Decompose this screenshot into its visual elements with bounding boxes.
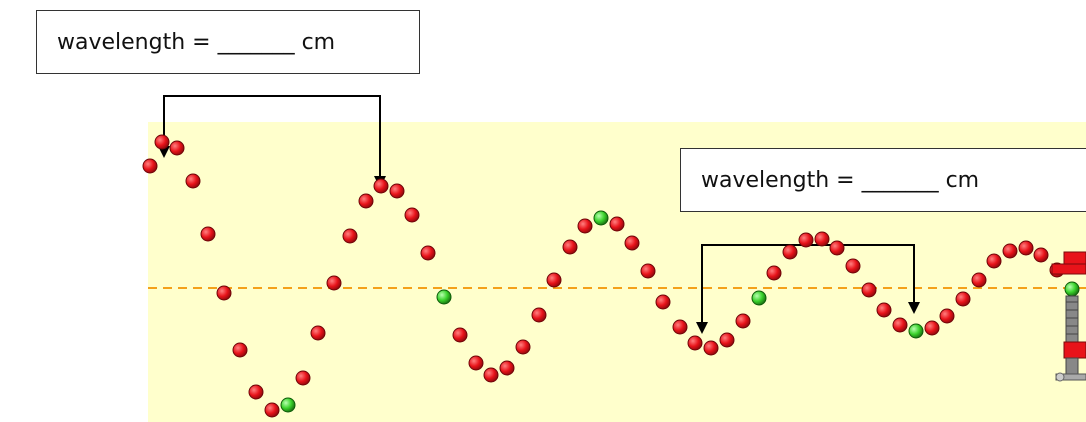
particle-red [703, 340, 719, 356]
particle-red [798, 232, 814, 248]
particle-green [280, 397, 296, 413]
particle-red [782, 244, 798, 260]
particle-green [751, 290, 767, 306]
particle-red [326, 275, 342, 291]
particle-red [295, 370, 311, 386]
particle-red [955, 291, 971, 307]
particle-red [986, 253, 1002, 269]
particle-red [185, 173, 201, 189]
particle-red [499, 360, 515, 376]
particle-red [1033, 247, 1049, 263]
particle-red [310, 325, 326, 341]
wavelength-text-1: wavelength = _______ cm [57, 29, 336, 55]
particle-red [264, 402, 280, 418]
particle-red [216, 285, 232, 301]
particle-red [531, 307, 547, 323]
particle-red [924, 320, 940, 336]
particle-red [154, 134, 170, 150]
particle-red [1018, 240, 1034, 256]
particle-red [248, 384, 264, 400]
particle-red [687, 335, 703, 351]
particle-red [373, 178, 389, 194]
wavelength-label-right: wavelength = _______ cm [680, 148, 1086, 212]
particle-red [1002, 243, 1018, 259]
particle-red [876, 302, 892, 318]
particle-red [861, 282, 877, 298]
particle-green [593, 210, 609, 226]
particle-red [169, 140, 185, 156]
particle-red [200, 226, 216, 242]
clamp-icon [1051, 251, 1086, 382]
particle-red [719, 332, 735, 348]
particle-red [389, 183, 405, 199]
wavelength-bracket-left [163, 95, 381, 180]
particle-red [452, 327, 468, 343]
particle-red [766, 265, 782, 281]
particle-red [814, 231, 830, 247]
arrowhead-right-1 [696, 322, 708, 334]
particle-red [577, 218, 593, 234]
wavelength-label-top-left: wavelength = _______ cm [36, 10, 420, 74]
particle-red [342, 228, 358, 244]
particle-red [468, 355, 484, 371]
particle-red [483, 367, 499, 383]
particle-red [939, 308, 955, 324]
wavelength-text-2: wavelength = _______ cm [701, 167, 980, 193]
particle-red [845, 258, 861, 274]
particle-red [420, 245, 436, 261]
particle-red [892, 317, 908, 333]
particle-red [735, 313, 751, 329]
particle-red [624, 235, 640, 251]
particle-red [609, 216, 625, 232]
particle-red [640, 263, 656, 279]
particle-red [562, 239, 578, 255]
arrowhead-right-2 [908, 302, 920, 314]
particle-green [436, 289, 452, 305]
particle-green [908, 323, 924, 339]
particle-red [404, 207, 420, 223]
particle-green [1064, 281, 1080, 297]
particle-red [655, 294, 671, 310]
particle-red [142, 158, 158, 174]
particle-red [829, 240, 845, 256]
particle-red [672, 319, 688, 335]
particle-red [515, 339, 531, 355]
particle-red [971, 272, 987, 288]
particle-red [546, 272, 562, 288]
wave-particles [142, 134, 1080, 418]
particle-red [232, 342, 248, 358]
particle-red [358, 193, 374, 209]
